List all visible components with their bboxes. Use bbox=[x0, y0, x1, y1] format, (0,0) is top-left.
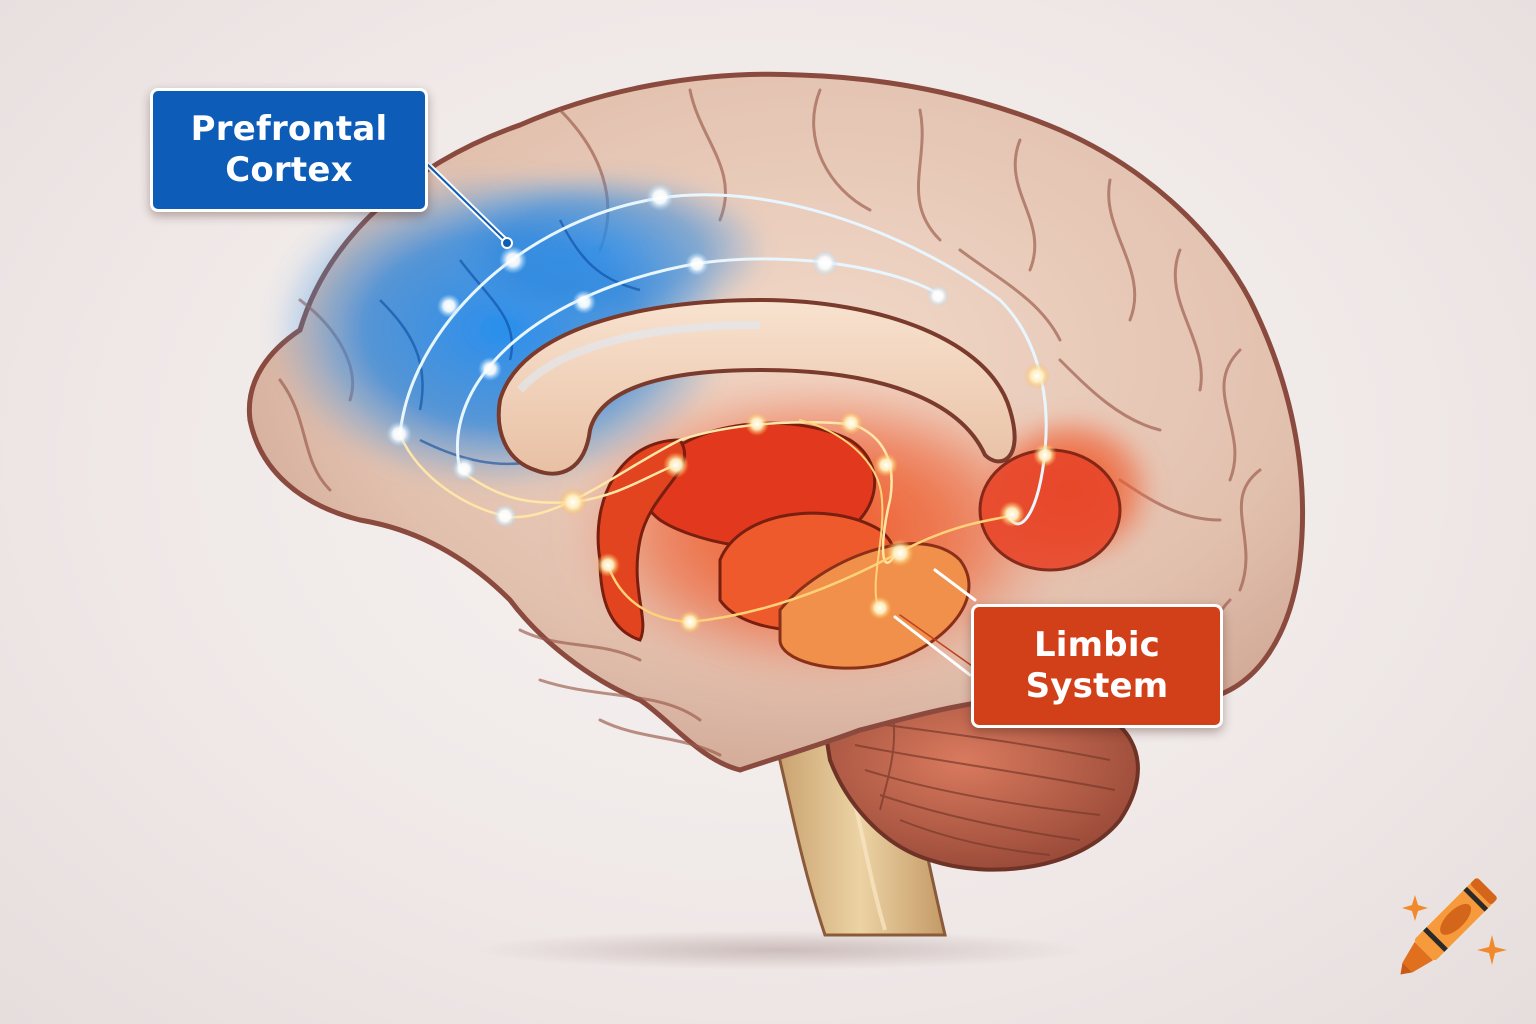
neural-nodes-orange bbox=[559, 363, 1057, 634]
prefrontal-leader-line bbox=[425, 162, 513, 249]
limbic-system-label: Limbic System bbox=[971, 604, 1223, 728]
corpus-callosum bbox=[496, 297, 1017, 476]
crayon-icon bbox=[1400, 878, 1507, 975]
ground-shadow bbox=[470, 930, 1090, 970]
prefrontal-cortex-label: Prefrontal Cortex bbox=[150, 88, 428, 212]
limbic-label-line2: System bbox=[1025, 666, 1169, 706]
prefrontal-label-line1: Prefrontal bbox=[190, 108, 388, 149]
prefrontal-label-line2: Cortex bbox=[225, 150, 353, 190]
neural-nodes-blue bbox=[386, 183, 949, 528]
limbic-leader-line bbox=[893, 568, 977, 677]
limbic-label-line1: Limbic bbox=[1033, 624, 1161, 665]
